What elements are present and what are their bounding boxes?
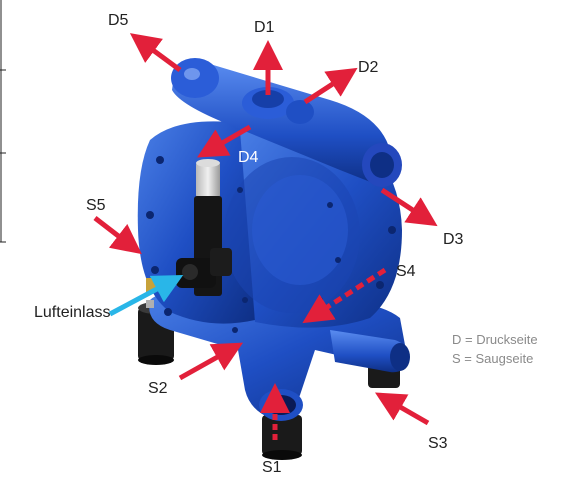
- arrow-d2: [305, 76, 345, 102]
- label-s4: S4: [396, 263, 416, 280]
- legend: D = Druckseite S = Saugseite: [452, 332, 538, 366]
- label-air-inlet: Lufteinlass: [34, 304, 111, 321]
- arrow-s2: [180, 350, 230, 378]
- label-d1: D1: [254, 19, 275, 36]
- arrow-s3: [388, 400, 428, 423]
- arrow-s5: [95, 218, 130, 245]
- label-s5: S5: [86, 197, 106, 214]
- label-s1: S1: [262, 459, 282, 476]
- label-d5: D5: [108, 12, 129, 29]
- label-d4: D4: [238, 149, 259, 166]
- label-s2: S2: [148, 380, 168, 397]
- left-edge-table-fragment: [0, 0, 6, 242]
- legend-s: S = Saugseite: [452, 351, 533, 366]
- label-d2: D2: [358, 59, 379, 76]
- arrow-d5: [142, 42, 180, 70]
- pump-foot-center: [262, 415, 302, 460]
- legend-d: D = Druckseite: [452, 332, 538, 347]
- label-d3: D3: [443, 231, 464, 248]
- label-s3: S3: [428, 435, 448, 452]
